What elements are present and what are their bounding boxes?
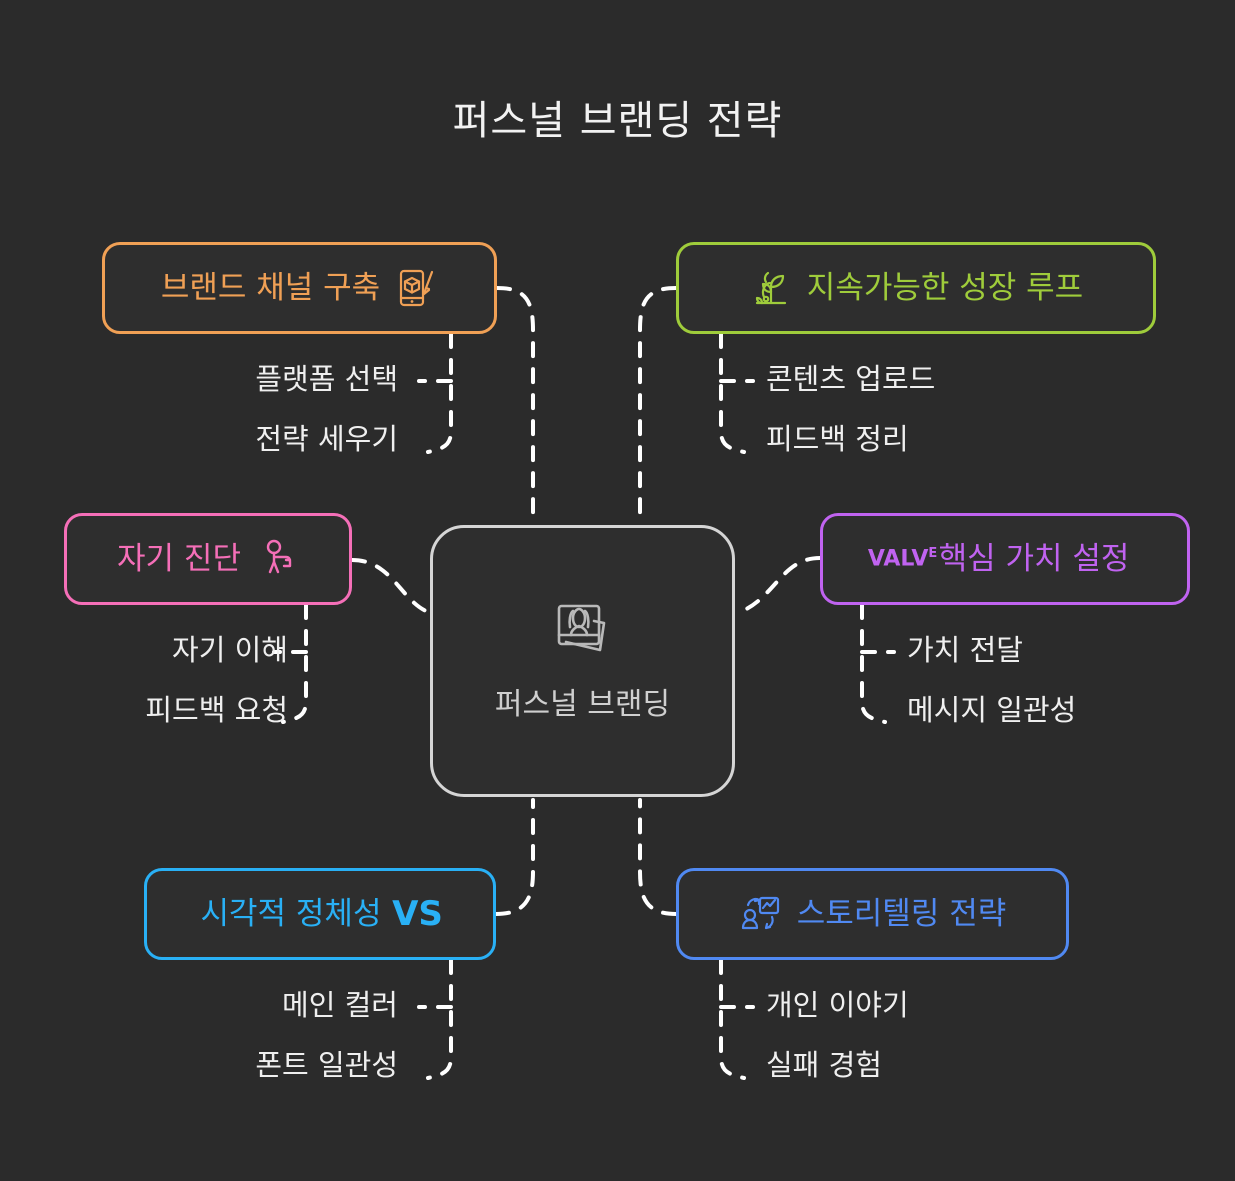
branch-label-storytelling: 스토리텔링 전략	[796, 895, 1007, 932]
branch-label-self-diagnosis: 자기 진단	[117, 540, 241, 577]
subitem-brand-channel-1: 플랫폼 선택	[255, 362, 398, 396]
center-node-label: 퍼스널 브랜딩	[494, 687, 671, 723]
subtree-connector-brand-channel	[426, 332, 453, 454]
branch-label-growth-loop: 지속가능한 성장 루프	[806, 269, 1084, 306]
person-posture-icon	[255, 537, 299, 581]
branch-node-self-diagnosis[interactable]: 자기 진단	[64, 513, 352, 605]
subitem-core-value-2: 메시지 일관성	[907, 693, 1077, 727]
branch-node-visual-identity[interactable]: 시각적 정체성 VS	[144, 868, 496, 960]
connector-brand-channel	[495, 286, 535, 525]
page-title: 퍼스널 브랜딩 전략	[452, 98, 783, 144]
connector-growth-loop	[638, 286, 678, 525]
subtree-connector-visual-identity	[426, 958, 453, 1080]
seedling-sprout-icon	[749, 266, 793, 310]
connector-self-diagnosis	[350, 558, 430, 614]
branch-node-growth-loop[interactable]: 지속가능한 성장 루프	[676, 242, 1156, 334]
connector-storytelling	[638, 798, 678, 916]
subitem-storytelling-2: 실패 경험	[766, 1048, 882, 1082]
center-node[interactable]: 퍼스널 브랜딩	[430, 525, 735, 797]
branch-label-brand-channel: 브랜드 채널 구축	[160, 269, 381, 306]
branch-label-core-value: 핵심 가치 설정	[938, 540, 1130, 577]
phone-design-icon	[394, 266, 438, 310]
subitem-storytelling-1: 개인 이야기	[766, 988, 909, 1022]
subtree-connector-growth-loop	[719, 332, 746, 454]
subitem-self-diagnosis-1: 자기 이해	[172, 633, 288, 667]
subtree-connector-storytelling	[719, 958, 746, 1080]
subitem-growth-loop-2: 피드백 정리	[766, 422, 909, 456]
connector-visual-identity	[494, 798, 535, 916]
subtree-connector-core-value	[860, 603, 887, 724]
connector-core-value	[738, 556, 822, 614]
branch-label-visual-identity: 시각적 정체성	[200, 895, 382, 932]
subitem-visual-identity-2: 폰트 일관성	[255, 1048, 398, 1082]
branch-node-storytelling[interactable]: 스토리텔링 전략	[676, 868, 1069, 960]
subitem-self-diagnosis-2: 피드백 요청	[145, 693, 288, 727]
branch-node-brand-channel[interactable]: 브랜드 채널 구축	[102, 242, 497, 334]
vs-wordmark-icon: VS	[392, 894, 443, 934]
subitem-visual-identity-1: 메인 컬러	[282, 988, 398, 1022]
subitem-core-value-1: 가치 전달	[907, 633, 1023, 667]
subitem-growth-loop-1: 콘텐츠 업로드	[766, 362, 936, 396]
branch-node-core-value[interactable]: VALVE 핵심 가치 설정	[820, 513, 1190, 605]
person-chart-flow-icon	[739, 892, 783, 936]
subitem-brand-channel-2: 전략 세우기	[255, 422, 398, 456]
valve-wordmark-icon: VALVE	[867, 546, 938, 572]
portrait-photos-icon	[548, 597, 618, 671]
